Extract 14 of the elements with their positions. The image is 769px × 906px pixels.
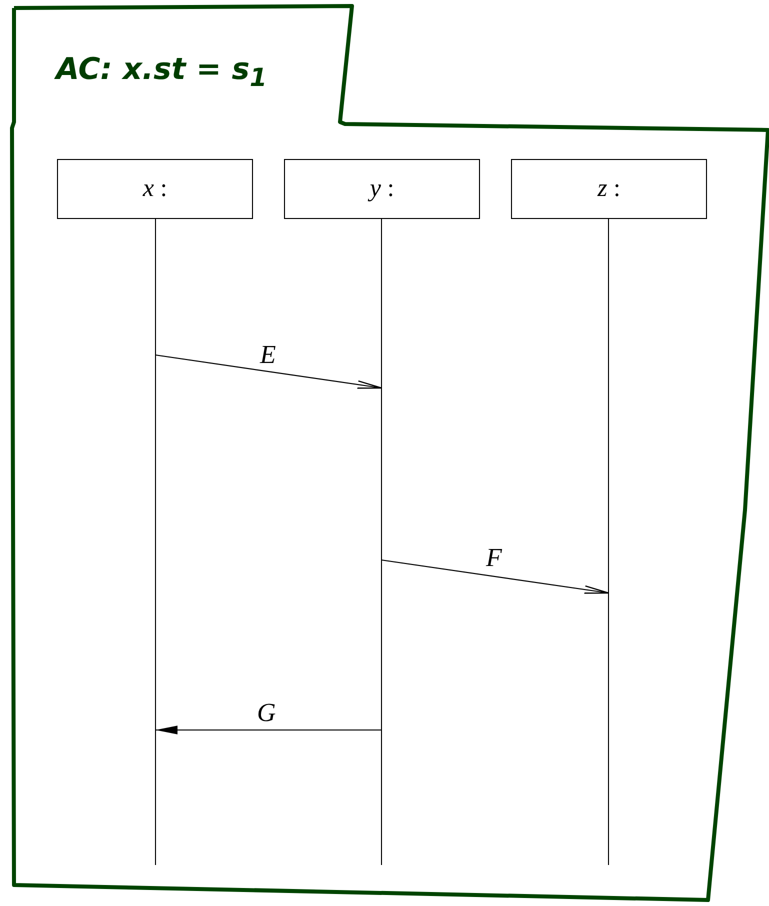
object-name: z :	[598, 175, 620, 203]
frame-title: AC: x.st = s$_{1}$	[56, 52, 267, 92]
lifeline-head-box	[57, 159, 253, 219]
object-name: y :	[370, 175, 394, 203]
lifeline-head-box	[511, 159, 707, 219]
frame-drawing	[8, 4, 769, 904]
lifeline-head-box	[284, 159, 480, 219]
object-name: x :	[142, 175, 168, 203]
message-arrow	[156, 726, 382, 734]
message-arrow	[155, 354, 382, 389]
lifeline	[381, 219, 382, 865]
lifeline	[608, 219, 609, 865]
message-arrow	[381, 559, 610, 594]
lifeline	[155, 219, 156, 865]
